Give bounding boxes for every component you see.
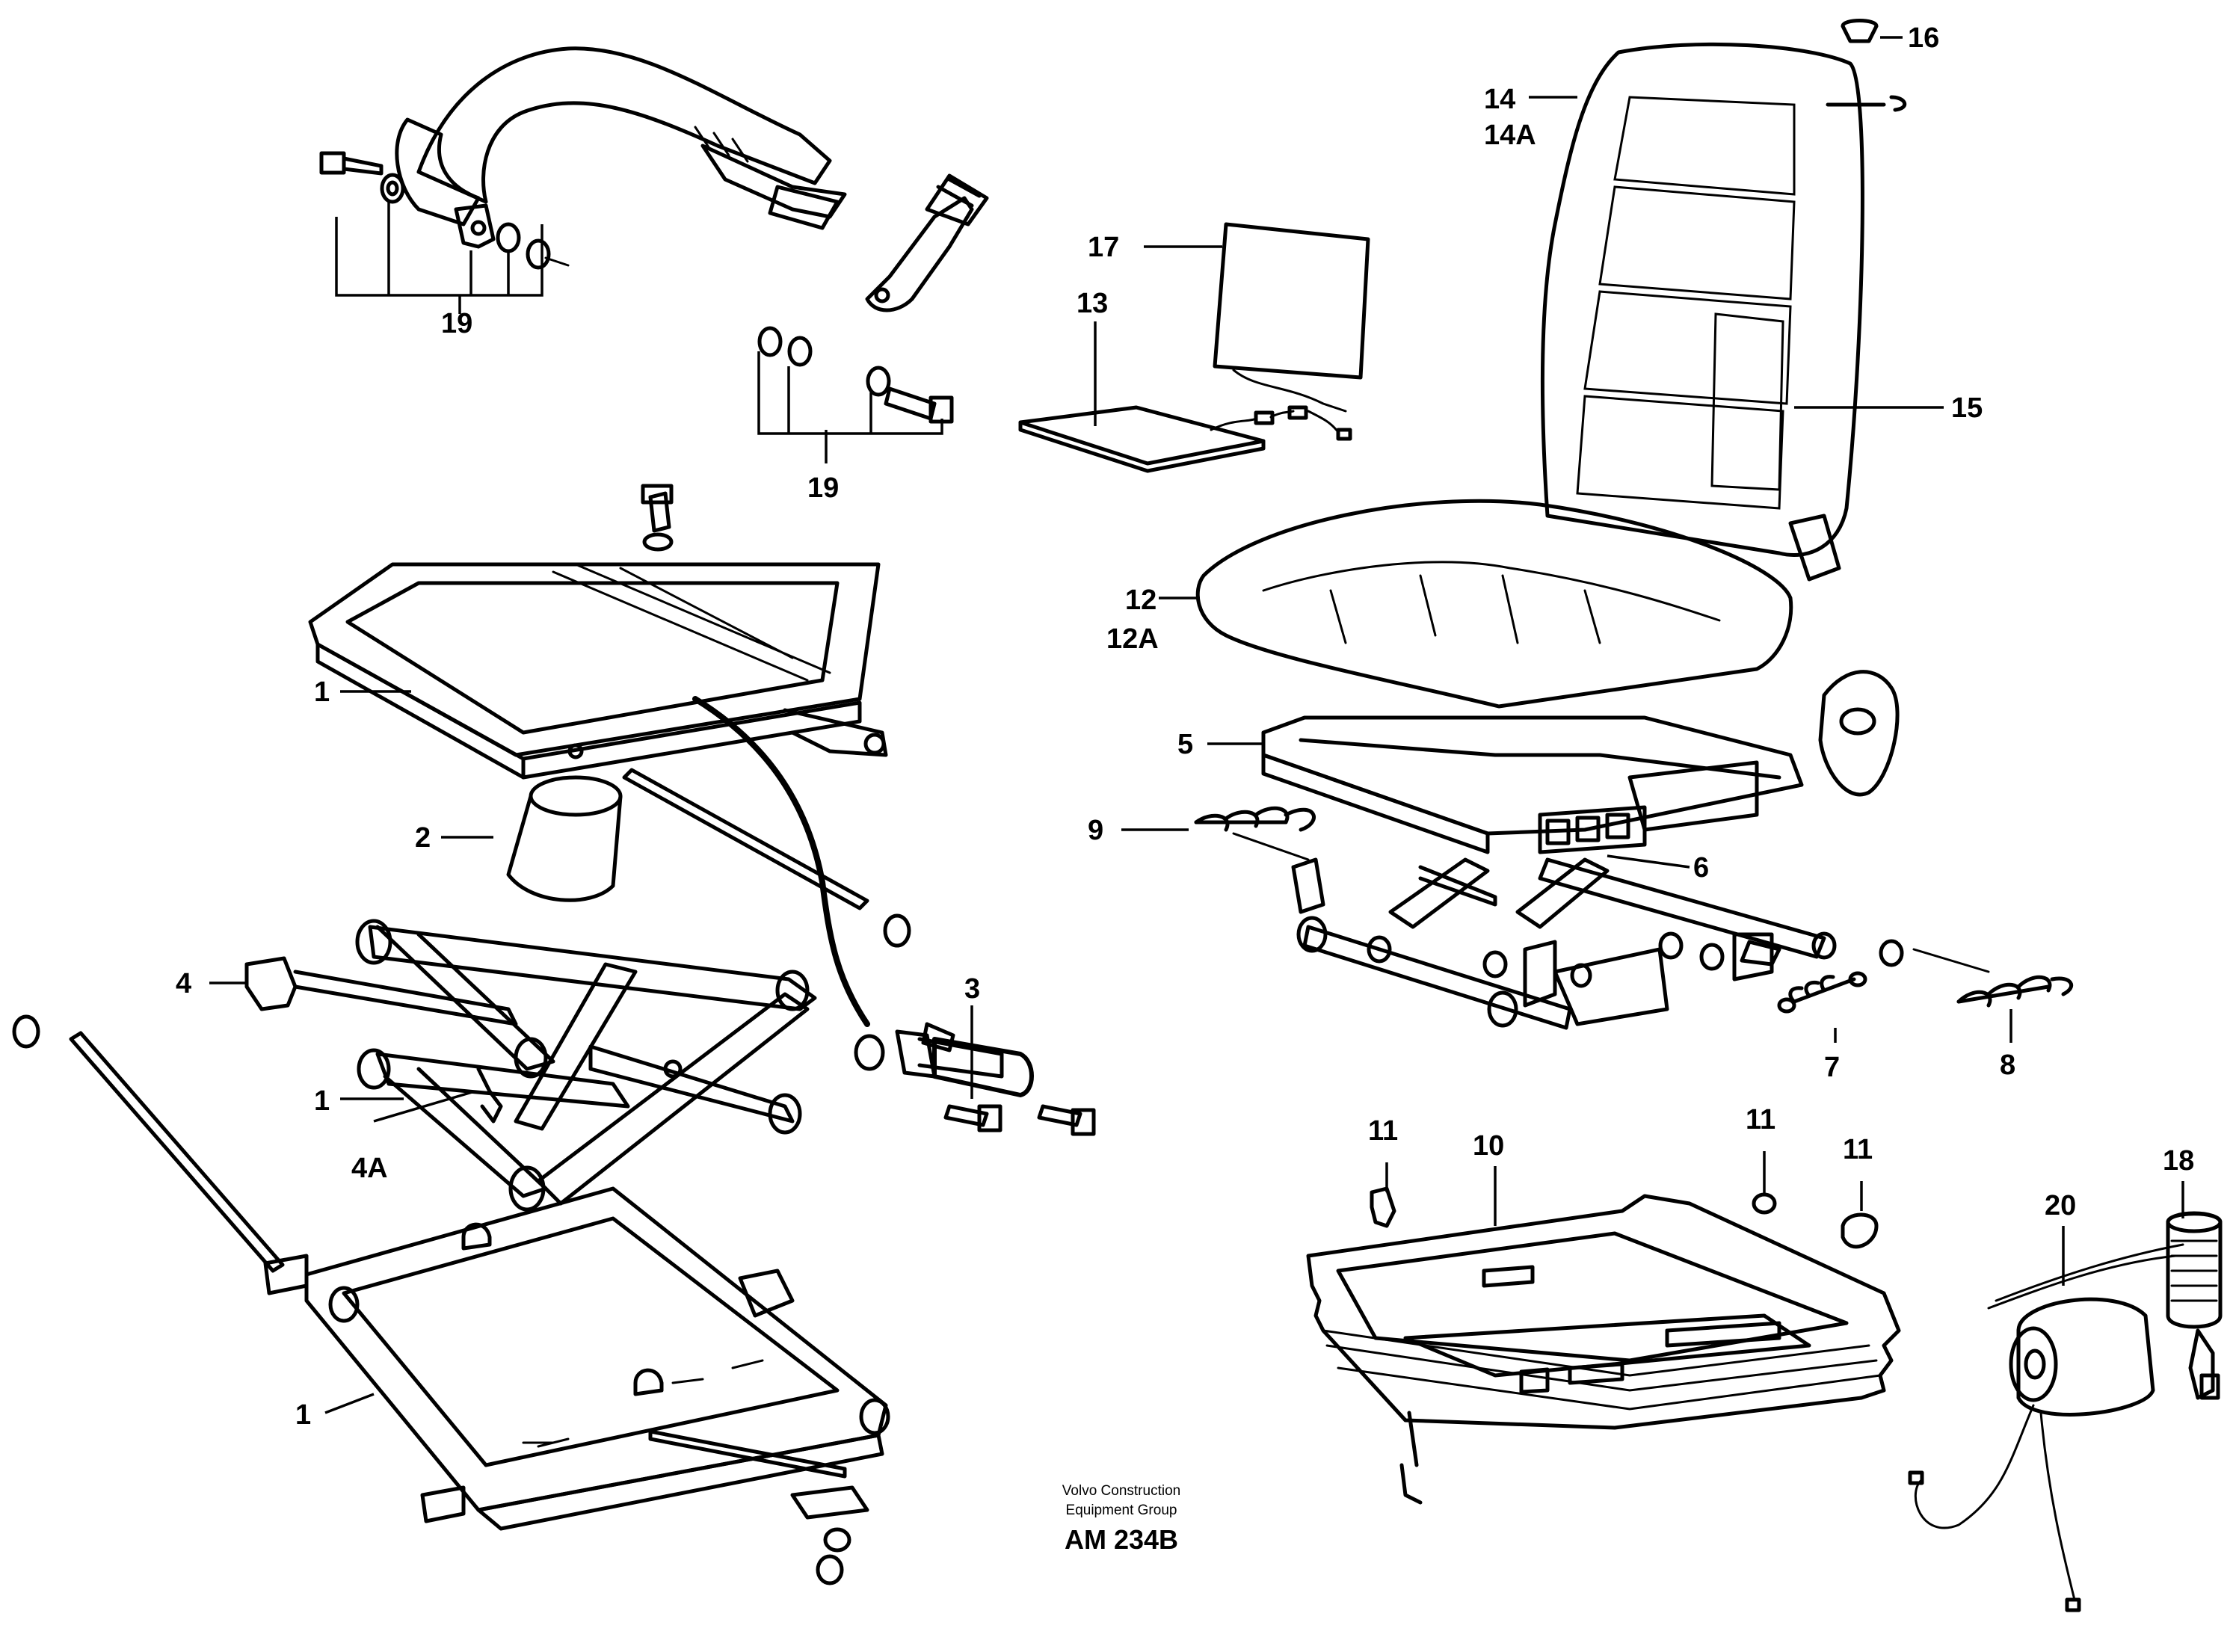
callout-14: 14	[1484, 84, 1515, 115]
height-adjuster	[244, 956, 518, 1124]
seat-belt-strap	[395, 46, 847, 249]
rubber-bumper	[506, 775, 623, 902]
callout-11: 11	[1746, 1104, 1775, 1135]
callout-10: 10	[1473, 1130, 1504, 1162]
callout-7: 7	[1824, 1052, 1840, 1083]
callout-5: 5	[1177, 729, 1193, 760]
gas-spring	[854, 1022, 1096, 1136]
callout-13: 13	[1077, 288, 1108, 319]
callout-12a: 12A	[1106, 623, 1159, 655]
footer-drawing-code: AM 234B	[1065, 1524, 1178, 1555]
callout-16: 16	[1908, 22, 1939, 54]
return-spring-right	[1912, 948, 2074, 1008]
callout-20: 20	[2045, 1190, 2076, 1221]
callout-15: 15	[1951, 392, 1983, 424]
callout-8: 8	[2000, 1050, 2015, 1081]
callout-12: 12	[1125, 585, 1156, 616]
floor-bracket-hardware	[790, 1485, 869, 1585]
seat-pan	[1261, 670, 1900, 854]
callout-labels: 1 1 1 2 3 4 4A 5 6 7 8 9 10 11 11 11 12 …	[176, 22, 2194, 1431]
footer-company-line2: Equipment Group	[1066, 1502, 1177, 1518]
footer-company-line1: Volvo Construction	[1062, 1483, 1180, 1499]
callout-1: 1	[314, 676, 330, 708]
callout-14a: 14A	[1484, 120, 1536, 151]
seat-backrest	[1540, 19, 1906, 582]
callout-1: 1	[314, 1085, 330, 1117]
callout-11: 11	[1368, 1115, 1398, 1147]
upper-slide-frame	[308, 484, 888, 780]
return-spring-left	[1194, 806, 1316, 861]
callout-17: 17	[1088, 232, 1119, 263]
callout-18: 18	[2163, 1145, 2194, 1177]
belt-buckle	[865, 173, 989, 312]
belt-mounting-hardware-right	[757, 326, 954, 435]
callout-9: 9	[1088, 815, 1103, 846]
diagram-footer: Volvo Construction Equipment Group AM 23…	[1062, 1483, 1180, 1555]
suspension-bellows	[1306, 1194, 1901, 1505]
belt-mounting-hardware-left	[319, 151, 570, 297]
adjust-rod-and-cable	[622, 696, 911, 1027]
air-compressor	[1908, 1211, 2223, 1612]
callout-19: 19	[807, 472, 839, 504]
suspension-linkage	[1291, 857, 1904, 1030]
return-spring-center	[1777, 971, 1867, 1014]
callout-4a: 4A	[351, 1153, 388, 1184]
lower-slide-frame	[12, 1014, 890, 1531]
callout-4: 4	[176, 968, 191, 999]
callout-6: 6	[1693, 852, 1709, 884]
callout-19: 19	[441, 308, 472, 339]
leader-lines	[209, 36, 2184, 1414]
seat-cushion	[1195, 499, 1793, 709]
callout-11: 11	[1843, 1134, 1873, 1165]
callout-2: 2	[415, 822, 431, 854]
callout-1: 1	[295, 1399, 311, 1431]
scissor-lift	[355, 919, 817, 1212]
callout-3: 3	[964, 973, 980, 1005]
lumbar-support-pad	[1018, 222, 1370, 473]
